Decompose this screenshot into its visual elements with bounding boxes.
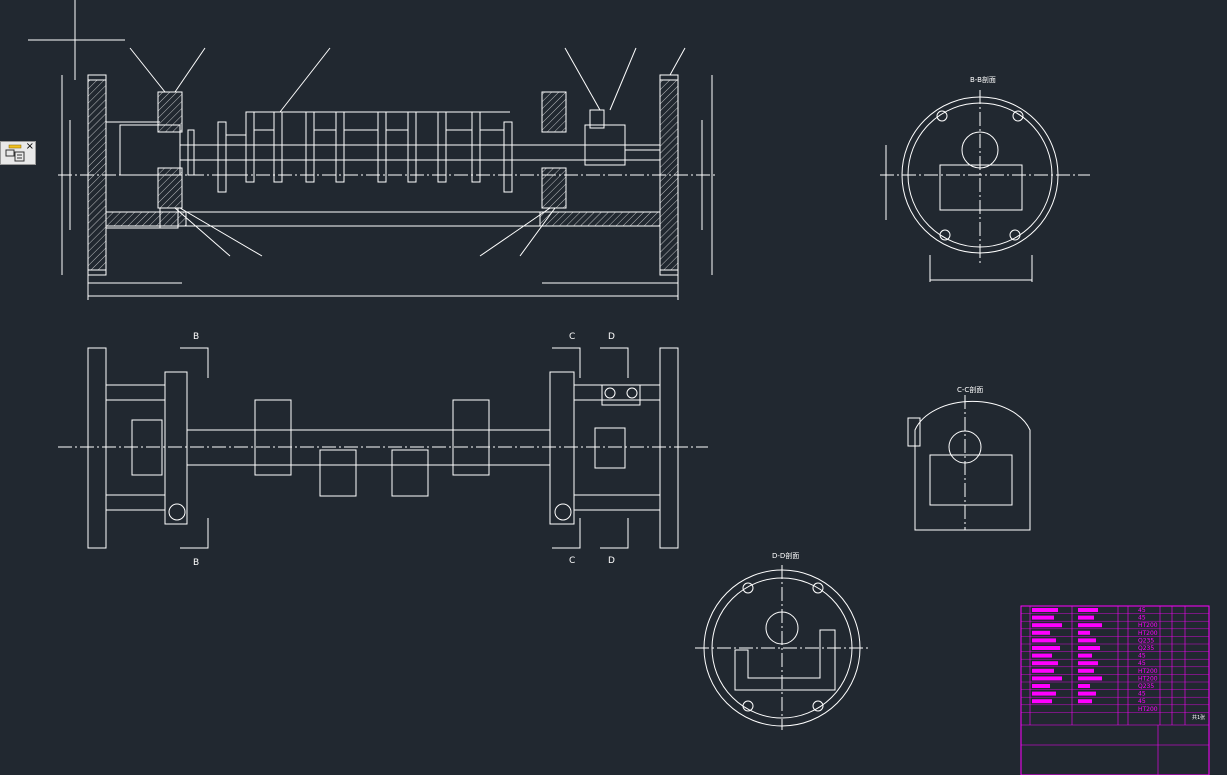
title-block-name-bar — [1032, 668, 1054, 673]
title-block-material: HT200 — [1138, 630, 1158, 637]
title-block-code-bar — [1078, 699, 1092, 704]
b-section-view — [880, 90, 1090, 282]
title-block-name-bar — [1032, 608, 1058, 612]
c-section-title: C-C剖面 — [957, 385, 983, 394]
floating-toolbar[interactable]: × — [0, 141, 36, 165]
title-block: 4545HT200HT200Q235Q2354545HT200HT200Q235… — [1020, 605, 1210, 775]
title-block-code-bar — [1078, 623, 1102, 628]
c-section-view — [907, 395, 1031, 531]
title-block-name-bar — [1032, 623, 1062, 628]
title-block-code-bar — [1078, 684, 1090, 688]
section-mark-b-bottom: B — [193, 558, 199, 568]
top-view — [58, 347, 708, 549]
title-block-name-bar — [1032, 653, 1052, 658]
title-block-code-bar — [1078, 630, 1090, 635]
title-block-name-bar — [1032, 661, 1058, 666]
title-block-code-bar — [1078, 653, 1092, 658]
section-mark-b-top: B — [193, 332, 199, 342]
section-mark-d-top: D — [608, 332, 615, 342]
title-block-material: Q235 — [1138, 683, 1154, 690]
title-block-name-bar — [1032, 699, 1052, 704]
title-block-code-bar — [1078, 608, 1098, 612]
title-block-code-bar — [1078, 691, 1096, 696]
title-block-name-bar — [1032, 638, 1056, 643]
crank-throws-front — [187, 111, 513, 193]
title-block-material: 45 — [1138, 698, 1146, 705]
title-block-code-bar — [1078, 676, 1102, 681]
front-view — [28, 0, 715, 300]
section-mark-d-bottom: D — [608, 556, 615, 566]
title-block-material: HT200 — [1138, 622, 1158, 629]
section-mark-c-top: C — [569, 332, 575, 342]
title-block-code-bar — [1078, 661, 1098, 666]
b-section-title: B-B剖面 — [970, 75, 996, 84]
title-block-name-bar — [1032, 676, 1062, 681]
d-section-view — [695, 565, 870, 730]
title-block-code-bar — [1078, 638, 1096, 643]
layer-icon[interactable] — [4, 144, 26, 163]
title-block-code-bar — [1078, 615, 1094, 620]
title-block-material: Q235 — [1138, 645, 1154, 652]
close-icon[interactable]: × — [25, 141, 34, 152]
title-block-material: HT200 — [1138, 706, 1158, 713]
title-block-name-bar — [1032, 684, 1050, 688]
section-mark-c-bottom: C — [569, 556, 575, 566]
title-block-material: 45 — [1138, 660, 1146, 667]
title-block-name-bar — [1032, 630, 1050, 635]
title-block-material: HT200 — [1138, 675, 1158, 682]
title-block-material: 45 — [1138, 607, 1146, 614]
title-block-material: HT200 — [1138, 668, 1158, 675]
d-section-title: D-D剖面 — [772, 551, 799, 560]
title-block-name-bar — [1032, 646, 1060, 650]
title-block-name-bar — [1032, 691, 1056, 696]
title-block-material: 45 — [1138, 653, 1146, 660]
title-block-code-bar — [1078, 646, 1100, 650]
title-block-material: 45 — [1138, 615, 1146, 622]
title-block-name-bar — [1032, 615, 1054, 620]
sheet-label: 共1张 — [1192, 714, 1205, 721]
title-block-material: 45 — [1138, 691, 1146, 698]
title-block-code-bar — [1078, 668, 1094, 673]
title-block-material: Q235 — [1138, 637, 1154, 644]
